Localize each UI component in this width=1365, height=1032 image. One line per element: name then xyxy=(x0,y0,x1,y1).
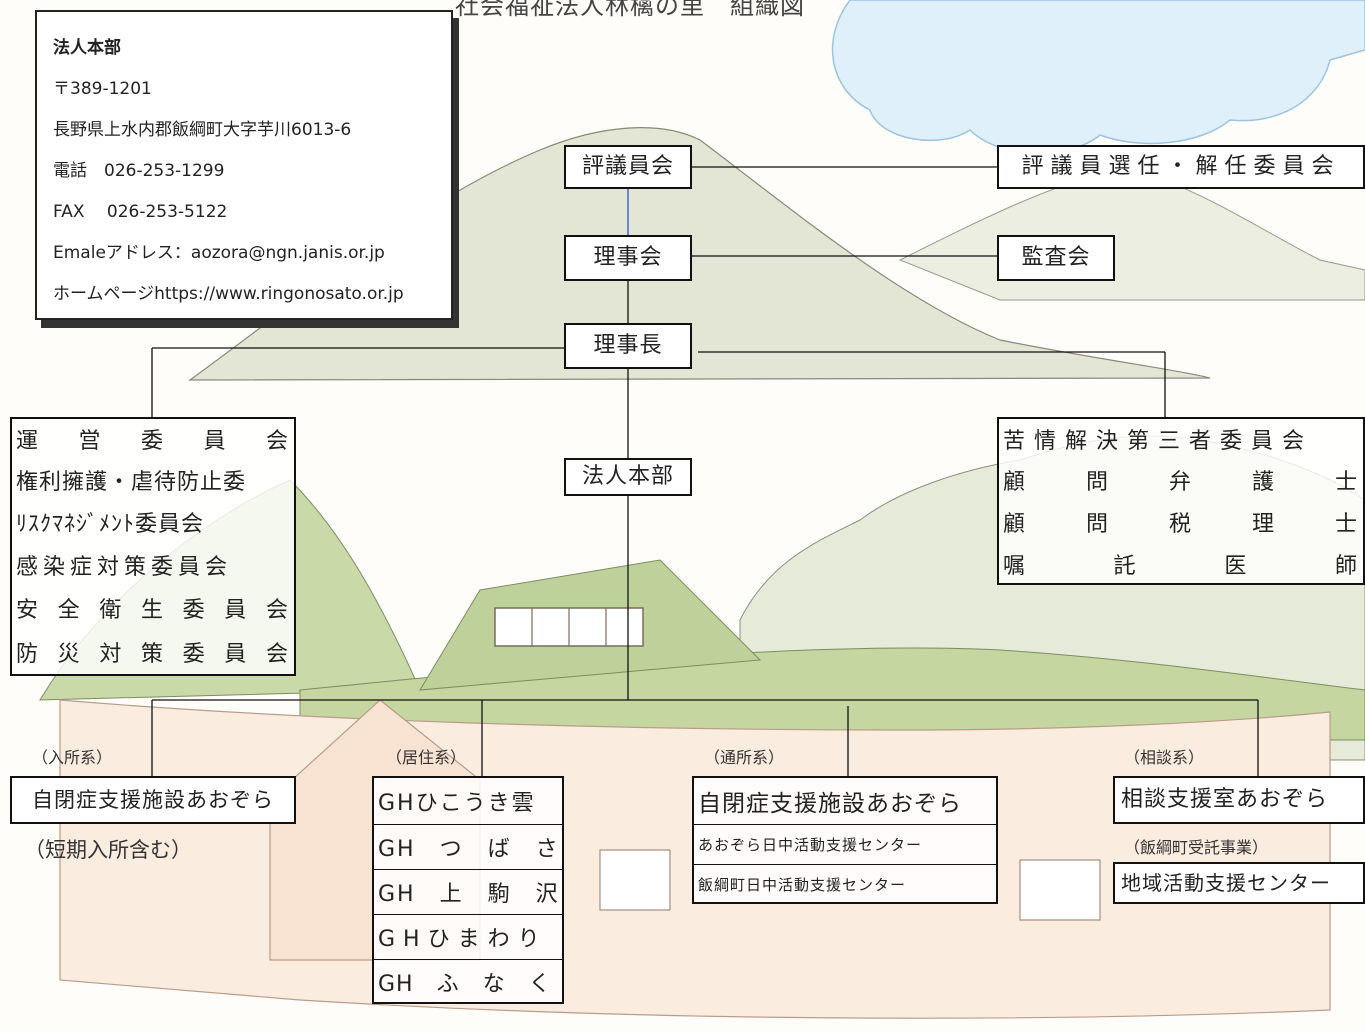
hq-fax: FAX 026-253-5122 xyxy=(53,202,228,222)
division-label-nyusho: （入所系） xyxy=(32,748,113,767)
chart-title: 社会福祉法人林檎の里 組織図 xyxy=(455,0,805,20)
left-committee-panel: 運営委員会 権利擁護・虐待防止委 ﾘｽｸﾏﾈｼﾞﾒﾝﾄ委員会 感染症対策委員会 … xyxy=(10,417,296,676)
right-committee-panel: 苦情解決第三者委員会 顧問弁護士 顧問税理士 嘱託医師 xyxy=(997,417,1365,585)
committee-infection-control: 感染症対策委員会 xyxy=(16,554,233,580)
tsusho-center-item: あおぞら日中活動支援センター xyxy=(694,824,996,864)
council-box: 評議員会 xyxy=(564,145,692,189)
group-home-item: GHひまわり xyxy=(374,914,562,959)
sodan-facility-box: 相談支援室あおぞら xyxy=(1113,776,1365,824)
advisor-lawyer: 顧問弁護士 xyxy=(1003,470,1359,495)
committee-safety-health: 安全衛生委員会 xyxy=(16,598,290,623)
committee-disaster-prevention: 防災対策委員会 xyxy=(16,642,290,667)
hq-phone: 電話 026-253-1299 xyxy=(53,161,225,181)
committee-risk-management: ﾘｽｸﾏﾈｼﾞﾒﾝﾄ委員会 xyxy=(16,512,205,537)
sodan-note: （飯綱町受託事業） xyxy=(1124,838,1269,857)
group-home-item: GH つ ば さ xyxy=(374,824,562,869)
group-home-item: GH ふ な く ぼ xyxy=(374,959,562,1004)
hq-info-card: 法人本部 〒389-1201 長野県上水内郡飯綱町大字芋川6013-6 電話 0… xyxy=(35,10,453,320)
kyoju-group-home-list: GHひこうき雲 GH つ ば さ GH 上 駒 沢 GHひまわり GH ふ な … xyxy=(372,776,564,1004)
committee-rights-protection: 権利擁護・虐待防止委 xyxy=(16,470,247,495)
division-label-sodan: （相談系） xyxy=(1124,748,1205,767)
advisor-tax-accountant: 顧問税理士 xyxy=(1003,512,1359,537)
tsusho-facility-box: 自閉症支援施設あおぞら xyxy=(698,791,962,817)
committee-management: 運営委員会 xyxy=(16,429,290,454)
nyusho-note: （短期入所含む） xyxy=(24,838,192,862)
hq-address: 長野県上水内郡飯綱町大字芋川6013-6 xyxy=(53,120,352,140)
division-label-tsusho: （通所系） xyxy=(704,748,785,767)
hq-email: Emaleアドレス：aozora@ngn.janis.or.jp xyxy=(53,243,385,263)
division-label-kyoju: （居住系） xyxy=(386,748,467,767)
contract-doctor: 嘱託医師 xyxy=(1003,554,1359,579)
group-home-item: GH 上 駒 沢 xyxy=(374,869,562,914)
hq-info-heading: 法人本部 xyxy=(53,38,121,58)
third-party-complaint-committee: 苦情解決第三者委員会 xyxy=(1003,429,1314,454)
tsusho-panel: 自閉症支援施設あおぞら あおぞら日中活動支援センター 飯綱町日中活動支援センター xyxy=(692,776,998,904)
hq-postal: 〒389-1201 xyxy=(53,79,152,99)
hq-homepage: ホームページhttps://www.ringonosato.or.jp xyxy=(53,284,404,304)
tsusho-center-item: 飯綱町日中活動支援センター xyxy=(694,864,996,904)
audit-box: 監査会 xyxy=(997,235,1115,281)
chairman-box: 理事長 xyxy=(564,323,692,369)
selection-committee-box: 評議員選任・解任委員会 xyxy=(997,145,1365,189)
community-activity-center-box: 地域活動支援センター xyxy=(1113,862,1365,904)
hq-box: 法人本部 xyxy=(564,458,692,496)
nyusho-facility-box: 自閉症支援施設あおぞら xyxy=(10,776,296,824)
window-right xyxy=(1019,859,1101,921)
group-home-item: GHひこうき雲 xyxy=(378,791,536,816)
board-box: 理事会 xyxy=(564,235,692,281)
window-mid xyxy=(599,849,671,911)
